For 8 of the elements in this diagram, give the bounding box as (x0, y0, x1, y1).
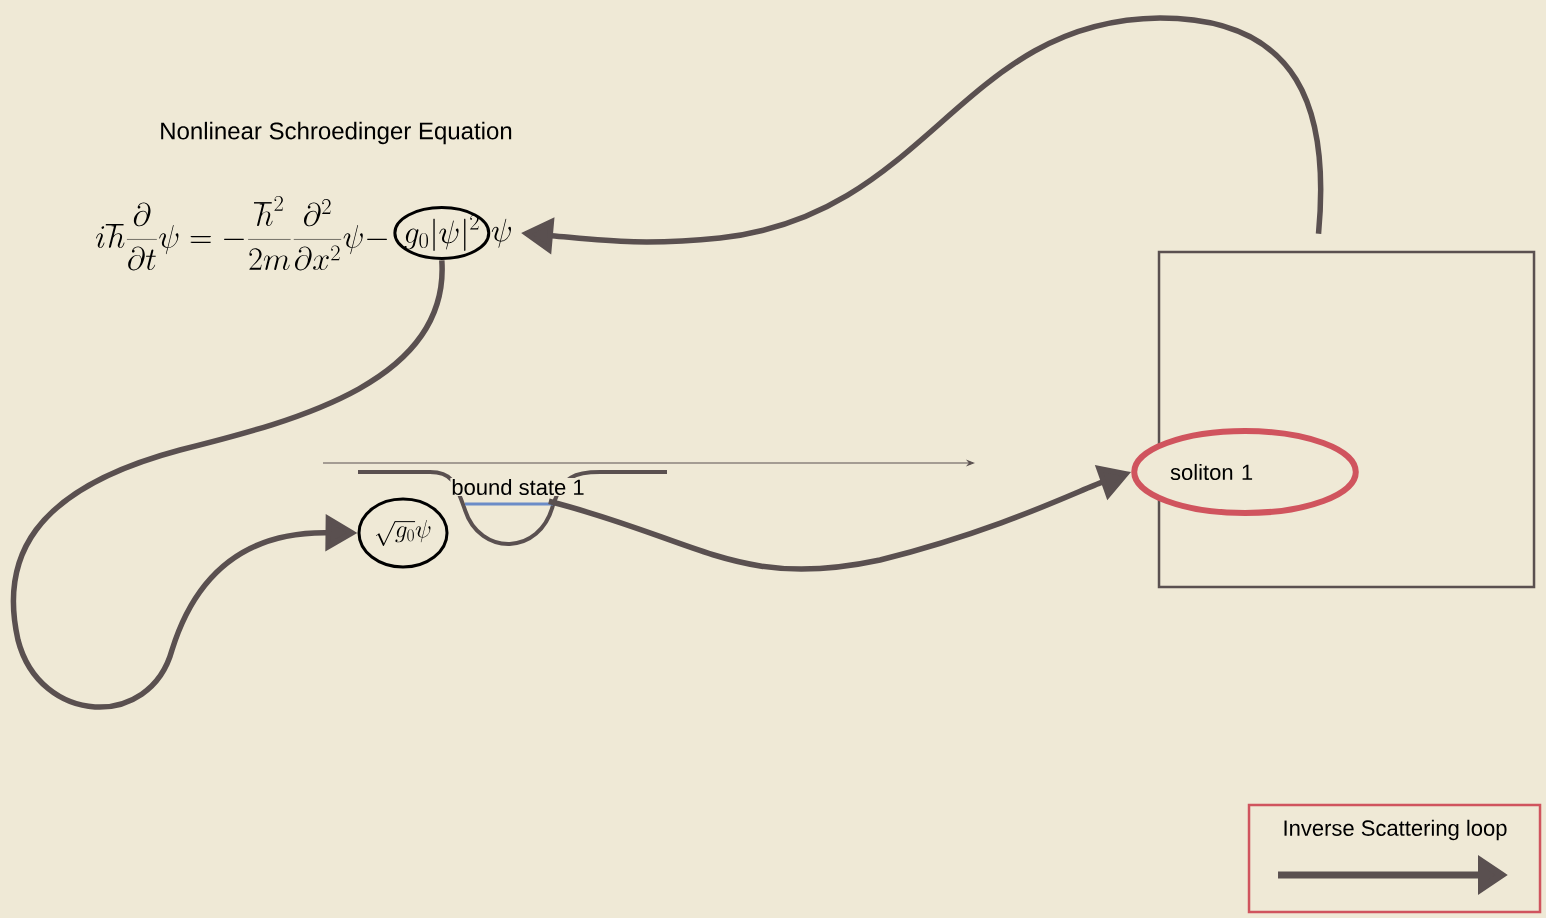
legend-box: Inverse Scattering loop (1247, 803, 1542, 914)
equation: $i\hbar\frac{\partial}{\partial t}\psi=-\frac{\hbar^2}{2m}\frac{\partial^2}{\partial x^2}\psi-$ (96, 195, 387, 271)
frame-box (1157, 250, 1536, 589)
circled-term: $g_0|\psi|^2$ (393, 206, 491, 260)
arrow (10, 260, 445, 710)
title: Nonlinear Schroedinger Equation (161, 121, 512, 145)
equation: $\psi$ (491, 218, 511, 248)
circled-term: $\sqrt{g_0}\psi$ (357, 497, 449, 569)
